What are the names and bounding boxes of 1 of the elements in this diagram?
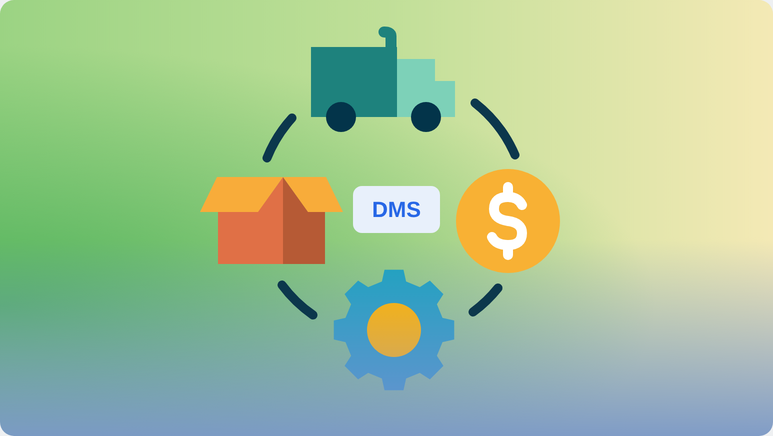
center-label: DMS (353, 186, 440, 233)
